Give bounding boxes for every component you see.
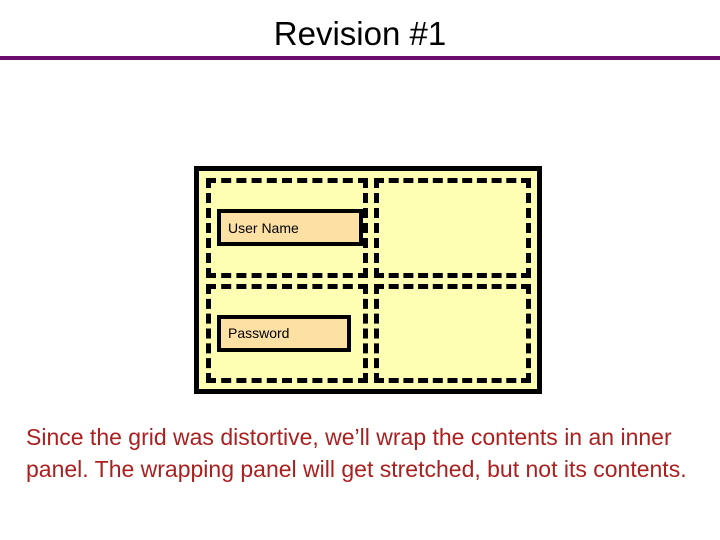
grid-cell-bottom-left: Password: [206, 283, 368, 383]
grid-cell-top-right: [374, 178, 531, 278]
user-name-label: User Name: [228, 219, 299, 236]
password-label: Password: [228, 325, 290, 342]
password-field-box[interactable]: Password: [217, 314, 351, 352]
user-name-field-box[interactable]: User Name: [217, 209, 363, 247]
title-divider-rule: [0, 56, 720, 60]
page-title: Revision #1: [273, 15, 447, 52]
grid-cell-bottom-right: [374, 283, 531, 383]
grid-cell-container: User Name Password: [199, 171, 537, 389]
caption-text: Since the grid was distortive, we’ll wra…: [26, 424, 687, 482]
grid-cell-top-left: User Name: [206, 178, 368, 278]
grid-outer-panel: User Name Password: [194, 166, 542, 394]
